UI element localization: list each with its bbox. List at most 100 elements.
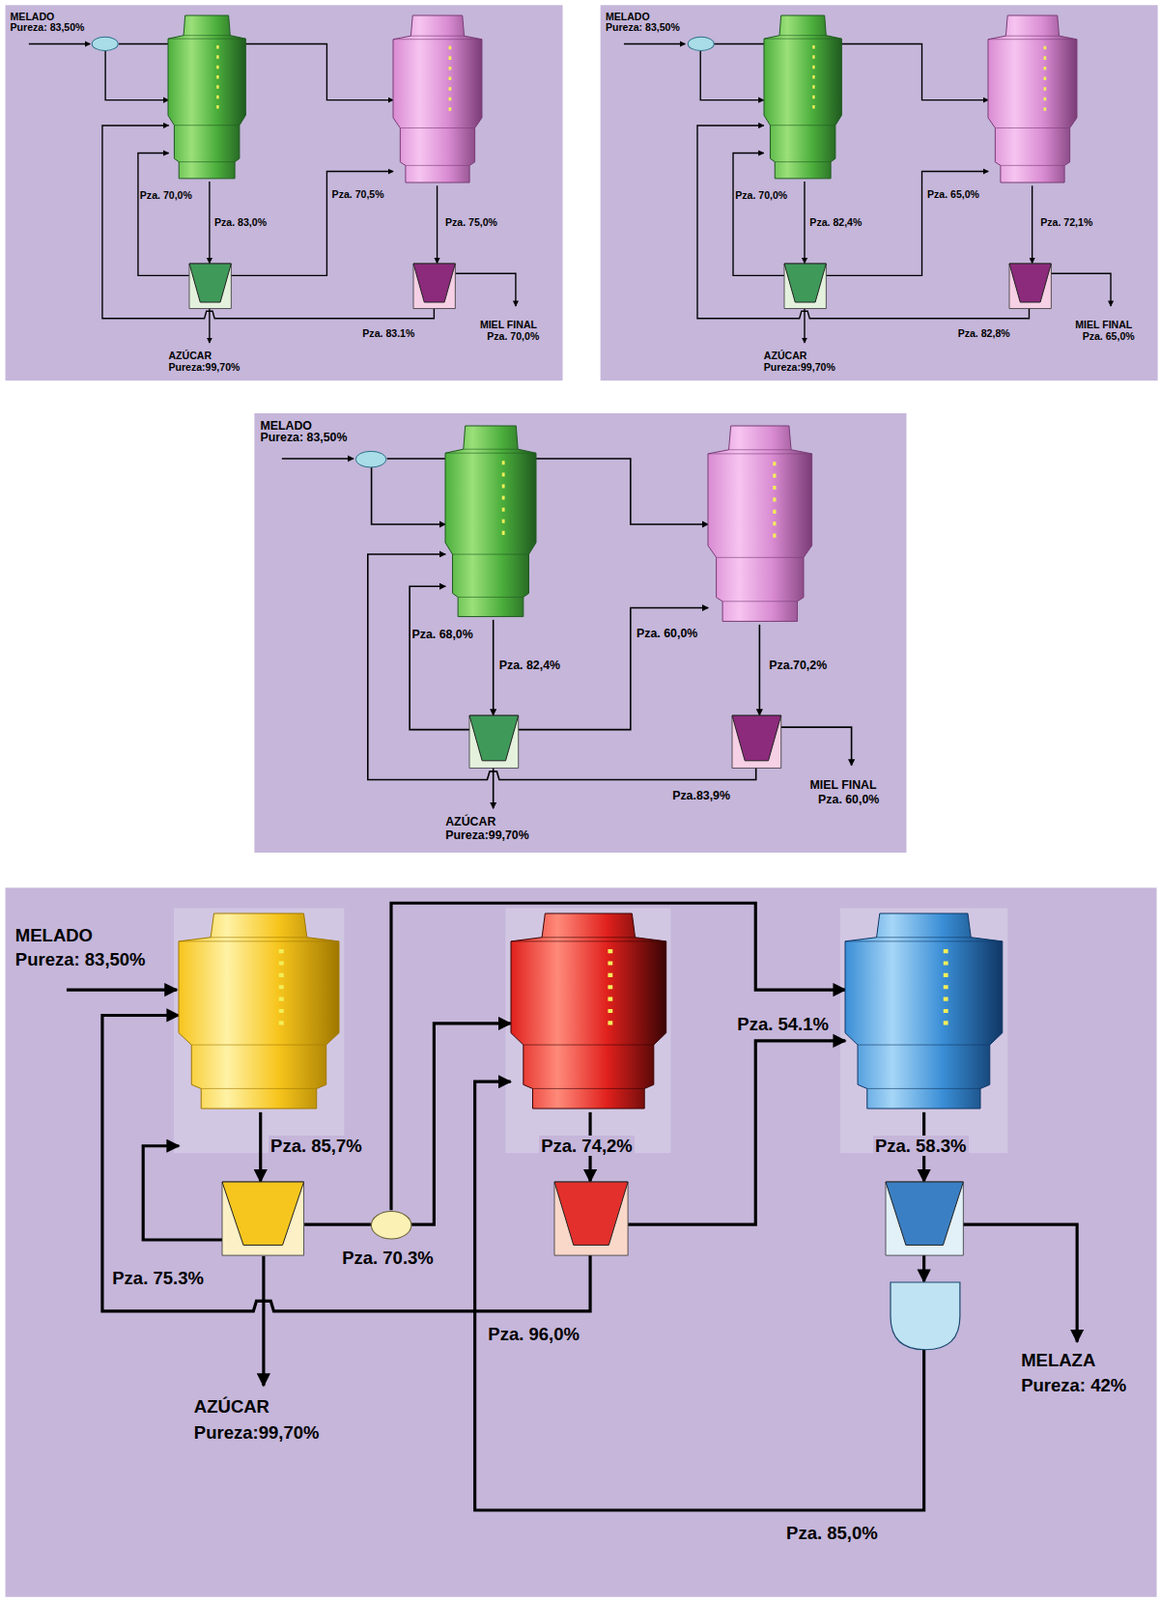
stream-label: MELADO bbox=[605, 10, 651, 23]
shape-outline bbox=[890, 1282, 961, 1351]
stream-label: Pureza: 42% bbox=[1020, 1375, 1127, 1396]
stream-label: Pza. 65,0% bbox=[1082, 330, 1135, 342]
shape-outline bbox=[763, 15, 842, 182]
purity-label: Pza. 96,0% bbox=[487, 1324, 580, 1345]
flow-line bbox=[436, 185, 438, 263]
stream-label: MELADO bbox=[15, 925, 93, 946]
stream-label: MELADO bbox=[259, 419, 312, 433]
panel-two bbox=[600, 4, 1159, 381]
shape-outline bbox=[687, 36, 714, 52]
sugar-arrow bbox=[261, 1256, 265, 1387]
shape-outline bbox=[469, 715, 519, 768]
vessel-ground bbox=[505, 908, 671, 1155]
splitter bbox=[687, 36, 714, 52]
shape-outline bbox=[732, 715, 782, 768]
purity-label: Pza. 82,8% bbox=[958, 327, 1011, 340]
purity-label: Pza. 85,0% bbox=[786, 1523, 878, 1544]
purity-label: Pza. 74,2% bbox=[538, 1135, 635, 1157]
shape-outline bbox=[554, 1182, 628, 1256]
centrifuge bbox=[885, 1182, 963, 1256]
crystallizer-vessel bbox=[445, 425, 537, 622]
purity-label: Pza. 68,0% bbox=[412, 627, 474, 642]
purity-label: Pza. 70,0% bbox=[735, 189, 788, 201]
flow-line bbox=[700, 51, 764, 101]
shape-outline bbox=[189, 263, 231, 310]
stream-label: Pureza: 83,50% bbox=[15, 949, 146, 970]
flow-line bbox=[492, 620, 495, 716]
purity-label: Pza. 72,1% bbox=[1040, 216, 1093, 228]
purity-label: Pza.83,9% bbox=[672, 789, 731, 803]
shape-outline bbox=[1009, 263, 1051, 310]
panel-three bbox=[254, 413, 906, 853]
crystallizer-vessel bbox=[707, 425, 813, 626]
flow-line bbox=[713, 43, 989, 100]
stream-label: AZÚCAR bbox=[763, 349, 808, 362]
crystallizer-vessel bbox=[393, 15, 482, 187]
purity-label: Pza. 82,4% bbox=[499, 658, 561, 673]
stream-label: Pza. 70,0% bbox=[486, 330, 539, 342]
purity-label: Pza. 83.1% bbox=[362, 327, 415, 340]
flow-line bbox=[697, 125, 1029, 319]
crystallizer-vessel bbox=[168, 15, 246, 182]
splitter bbox=[91, 36, 118, 52]
stream-label: Pureza:99,70% bbox=[445, 828, 530, 843]
centrifuge bbox=[222, 1182, 305, 1256]
centrifuge bbox=[413, 263, 455, 310]
centrifuge bbox=[732, 715, 782, 768]
flow-line bbox=[803, 181, 805, 264]
centrifuge bbox=[1009, 263, 1051, 310]
flow-line bbox=[304, 1223, 371, 1227]
stream-label: MELAZA bbox=[1020, 1350, 1096, 1371]
purity-label: Pza. 75,0% bbox=[445, 216, 498, 228]
purity-label: Pza. 85,7% bbox=[268, 1135, 365, 1157]
centrifuge bbox=[469, 715, 519, 768]
stream-label: MIEL FINAL bbox=[809, 778, 877, 793]
stream-label: Pureza: 83,50% bbox=[10, 21, 85, 33]
shape-outline bbox=[393, 15, 482, 187]
shape-outline bbox=[91, 36, 118, 52]
stream-label: MIEL FINAL bbox=[1075, 318, 1132, 331]
shape-outline bbox=[845, 913, 1003, 1113]
flow-line bbox=[102, 125, 434, 319]
flow-line bbox=[371, 467, 447, 525]
flow-line bbox=[105, 51, 170, 101]
shape-outline bbox=[510, 913, 667, 1113]
purity-label: Pza. 54.1% bbox=[736, 1014, 829, 1035]
splitter bbox=[355, 451, 387, 468]
shape-outline bbox=[355, 451, 387, 468]
purity-label: Pza. 75.3% bbox=[112, 1268, 204, 1289]
crystallizer-vessel bbox=[988, 15, 1077, 187]
crystallizer-vessel bbox=[845, 913, 1003, 1113]
flow-line bbox=[627, 1041, 846, 1225]
purity-label: Pza. 70.3% bbox=[341, 1247, 434, 1269]
flow-line bbox=[102, 1015, 591, 1311]
shape-outline bbox=[988, 15, 1077, 187]
flow-line bbox=[387, 458, 709, 525]
stream-label: AZÚCAR bbox=[168, 349, 212, 362]
molasses-arrow bbox=[962, 1224, 1077, 1343]
flow-line bbox=[391, 903, 846, 1211]
shape-outline bbox=[222, 1182, 305, 1256]
purity-label: Pza. 60,0% bbox=[636, 626, 698, 641]
splitter bbox=[370, 1211, 412, 1241]
stream-label: MIEL FINAL bbox=[480, 318, 538, 331]
shape-outline bbox=[885, 1182, 963, 1256]
purity-label: Pza.70,2% bbox=[768, 658, 827, 673]
purity-label: Pza. 58.3% bbox=[873, 1135, 969, 1157]
centrifuge bbox=[784, 263, 826, 310]
feed-arrow bbox=[66, 988, 177, 991]
flow-line bbox=[475, 1081, 925, 1511]
purity-label: Pza. 70,5% bbox=[332, 188, 385, 200]
shape-outline bbox=[413, 263, 455, 310]
flow-line bbox=[759, 624, 762, 716]
shape-outline bbox=[784, 263, 826, 310]
crystallizer-vessel bbox=[763, 15, 842, 182]
centrifuge bbox=[189, 263, 231, 310]
stream-label: AZÚCAR bbox=[194, 1396, 270, 1417]
flow-line bbox=[367, 554, 757, 781]
crystallizer-vessel bbox=[178, 913, 340, 1113]
flow-line bbox=[118, 43, 394, 100]
